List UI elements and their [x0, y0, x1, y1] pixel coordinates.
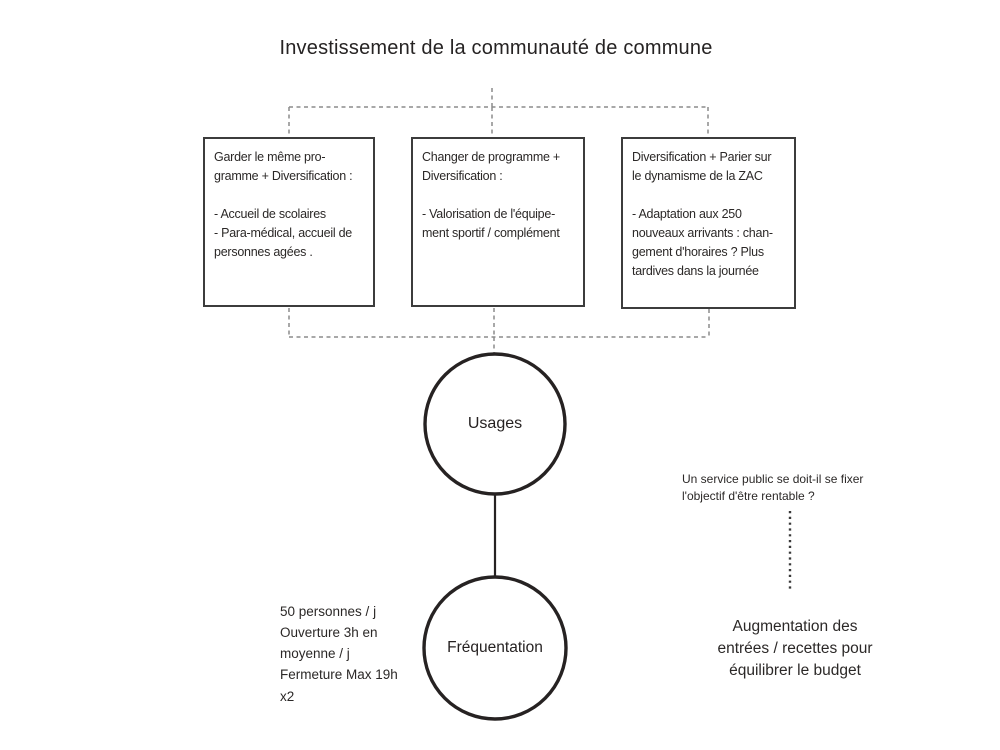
option-box-keep-programme-text: Garder le même pro- gramme + Diversifica…: [214, 150, 353, 259]
frequentation-node-label: Fréquentation: [447, 639, 543, 656]
rentability-question-annotation: Un service public se doit-il se fixer l'…: [682, 472, 864, 503]
attendance-stats-annotation: 50 personnes / j Ouverture 3h en moyenne…: [280, 604, 398, 682]
dashed-connector-bottom: [288, 308, 710, 353]
dashed-connector-top: [288, 88, 709, 136]
usages-circle: [423, 352, 567, 496]
multiplier-annotation: x2: [280, 689, 295, 704]
frequentation-circle: [422, 575, 568, 721]
option-box-zac-diversification-text: Diversification + Parier sur le dynamism…: [632, 150, 773, 278]
option-box-change-programme: Changer de programme + Diversification :…: [411, 137, 585, 307]
dashed-tree-bottom-path: [288, 308, 710, 353]
usages-node-label: Usages: [467, 415, 523, 432]
option-box-zac-diversification: Diversification + Parier sur le dynamism…: [621, 137, 796, 309]
option-box-change-programme-text: Changer de programme + Diversification :…: [422, 150, 560, 240]
diagram-title: Investissement de la communauté de commu…: [279, 37, 713, 59]
dashed-tree-top-path: [288, 88, 709, 136]
option-box-keep-programme: Garder le même pro- gramme + Diversifica…: [203, 137, 375, 307]
budget-balance-annotation: Augmentation des entrées / recettes pour…: [717, 618, 873, 679]
